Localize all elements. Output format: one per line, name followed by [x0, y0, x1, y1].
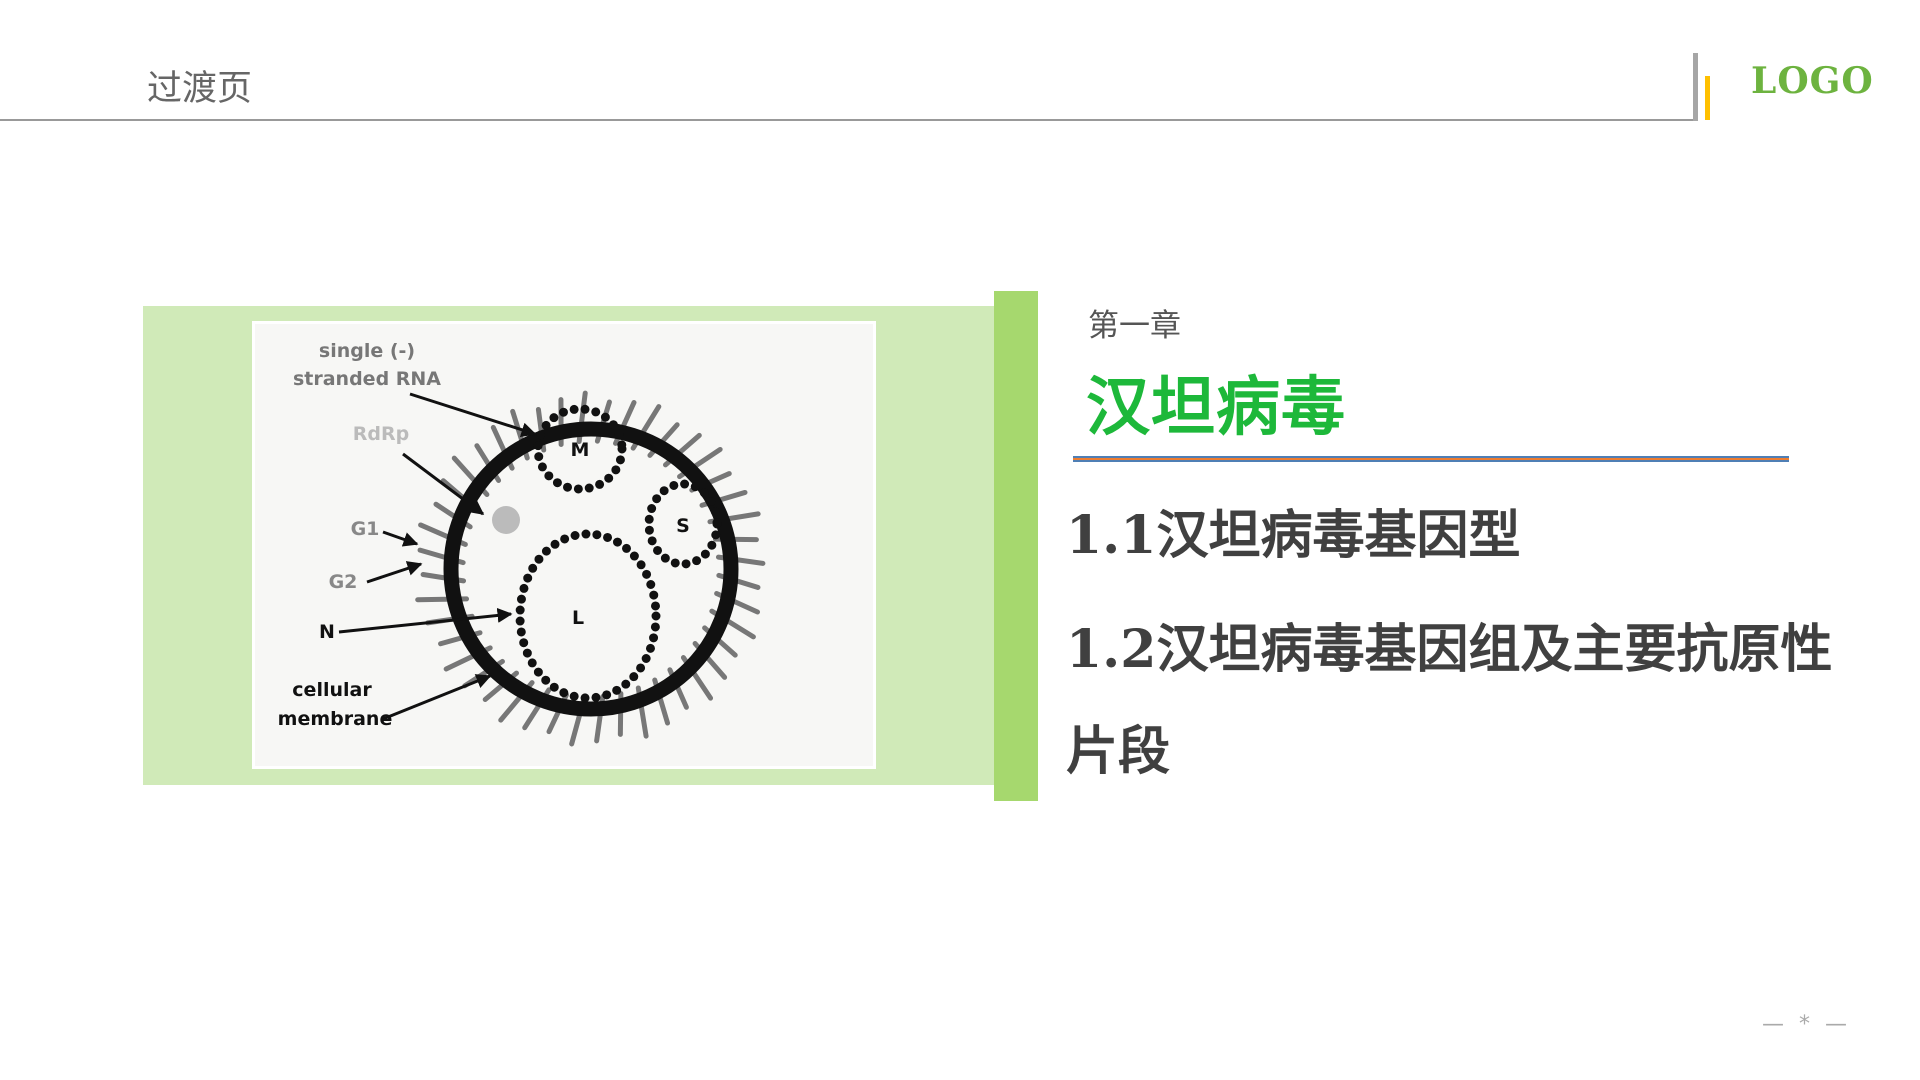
viral-envelope [443, 421, 739, 717]
virus-structure-svg: single (-) stranded RNA RdRp G1 G2 N cel… [278, 340, 766, 747]
segment-l-rnp [515, 529, 661, 703]
label-l: L [572, 607, 584, 629]
header-divider [0, 119, 1697, 121]
section-title: 汉坦病毒 [1086, 371, 1346, 445]
label-rdrp: RdRp [353, 423, 409, 445]
segment-s-rnp [644, 479, 722, 569]
page-marker: — * — [1762, 1012, 1851, 1037]
arrow-rna [409, 392, 537, 438]
arrow-n [338, 607, 513, 634]
label-rna-1: single (-) [319, 340, 415, 362]
accent-bar [994, 291, 1038, 801]
toc-item-1: 1.1汉坦病毒基因型 [1066, 505, 1521, 566]
header-gray-bar [1693, 53, 1698, 121]
segment-m-rnp [533, 404, 627, 494]
arrow-g1 [382, 530, 419, 547]
chapter-label: 第一章 [1088, 308, 1181, 344]
label-membrane-1: cellular [292, 679, 372, 701]
hantavirus-diagram: single (-) stranded RNA RdRp G1 G2 N cel… [252, 321, 876, 769]
header-yellow-bar [1705, 76, 1710, 120]
logo: LOGO [1751, 60, 1874, 102]
label-g2: G2 [329, 571, 358, 593]
toc-item-2-continued: 片段 [1066, 721, 1171, 782]
label-rna-2: stranded RNA [293, 368, 441, 390]
label-g1: G1 [351, 518, 380, 540]
slide-header-title: 过渡页 [147, 69, 253, 109]
title-divider [1073, 456, 1789, 462]
arrow-membrane [382, 674, 492, 721]
label-s: S [676, 515, 690, 537]
label-n: N [319, 621, 335, 643]
label-membrane-2: membrane [278, 708, 393, 730]
arrow-rdrp [402, 452, 485, 516]
toc-item-2: 1.2汉坦病毒基因组及主要抗原性 [1066, 619, 1833, 680]
label-m: M [571, 439, 590, 461]
rdrp-dot [492, 506, 520, 534]
glycoprotein-spikes [415, 390, 766, 747]
arrow-g2 [366, 561, 423, 584]
